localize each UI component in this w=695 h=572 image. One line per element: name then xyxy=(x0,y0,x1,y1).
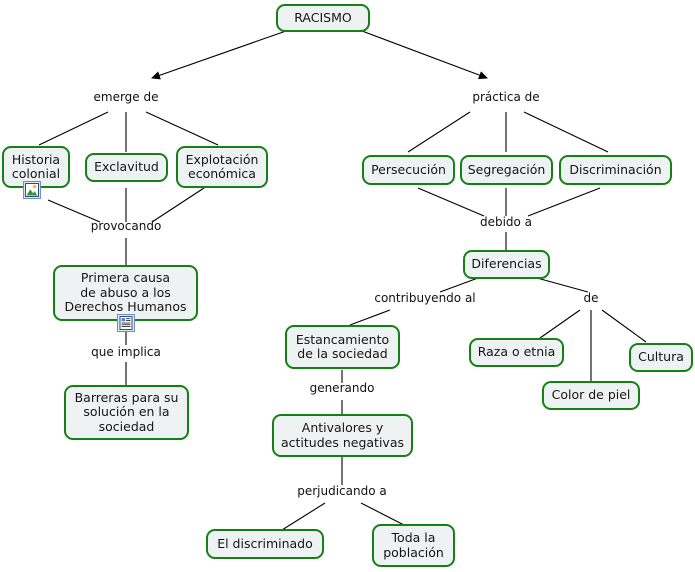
edge-discriminacion-debido-a xyxy=(527,187,601,217)
node-barreras[interactable]: Barreras para su solución en la sociedad xyxy=(64,385,189,440)
link-label-contribuyendo-al: contribuyendo al xyxy=(374,291,476,305)
link-label-emerge-de: emerge de xyxy=(93,90,159,104)
node-diferencias[interactable]: Diferencias xyxy=(463,250,550,279)
edge-racismo-emerge-de xyxy=(151,30,287,80)
edge-contribuyendo-estancamiento xyxy=(349,309,391,326)
node-raza-o-etnia[interactable]: Raza o etnia xyxy=(469,338,564,367)
node-primera-causa[interactable]: Primera causa de abuso a los Derechos Hu… xyxy=(53,265,198,321)
node-color-de-piel[interactable]: Color de piel xyxy=(542,381,640,410)
edge-diferencias-de xyxy=(536,277,589,293)
edge-de-raza xyxy=(539,309,581,339)
node-persecucion[interactable]: Persecución xyxy=(362,155,455,185)
document-icon[interactable] xyxy=(117,314,135,332)
link-label-perjudicando-a: perjudicando a xyxy=(297,484,387,498)
edge-de-cultura xyxy=(601,309,647,343)
link-label-de: de xyxy=(583,291,599,305)
node-discriminacion[interactable]: Discriminación xyxy=(559,155,672,185)
node-racismo[interactable]: RACISMO xyxy=(276,4,370,32)
edge-emerge-explotacion xyxy=(145,111,219,146)
edge-practica-persecucion xyxy=(407,111,471,153)
edge-explotacion-provocando xyxy=(151,187,205,223)
edge-perjudicando-poblacion xyxy=(360,502,405,526)
node-cultura[interactable]: Cultura xyxy=(629,343,693,372)
node-estancamiento[interactable]: Estancamiento de la sociedad xyxy=(285,325,400,369)
edge-practica-discriminacion xyxy=(523,111,609,153)
edge-emerge-historia xyxy=(38,111,109,146)
picture-icon[interactable] xyxy=(23,181,41,199)
node-segregacion[interactable]: Segregación xyxy=(460,155,553,185)
link-label-debido-a: debido a xyxy=(479,215,533,229)
edge-diferencias-contribuyendo xyxy=(439,277,479,293)
node-explotacion-economica[interactable]: Explotación económica xyxy=(176,146,268,188)
link-label-practica-de: práctica de xyxy=(472,90,540,104)
node-el-discriminado[interactable]: El discriminado xyxy=(206,529,324,559)
node-toda-la-poblacion[interactable]: Toda la población xyxy=(372,524,455,567)
edge-racismo-practica-de xyxy=(361,30,488,80)
link-label-que-implica: que implica xyxy=(91,345,161,359)
edge-perjudicando-discriminado xyxy=(281,502,326,531)
link-label-generando: generando xyxy=(309,381,375,395)
node-exclavitud[interactable]: Exclavitud xyxy=(85,153,168,182)
edge-persecucion-debido-a xyxy=(417,187,485,217)
node-antivalores[interactable]: Antivalores y actitudes negativas xyxy=(272,414,413,457)
link-label-provocando: provocando xyxy=(90,219,162,233)
